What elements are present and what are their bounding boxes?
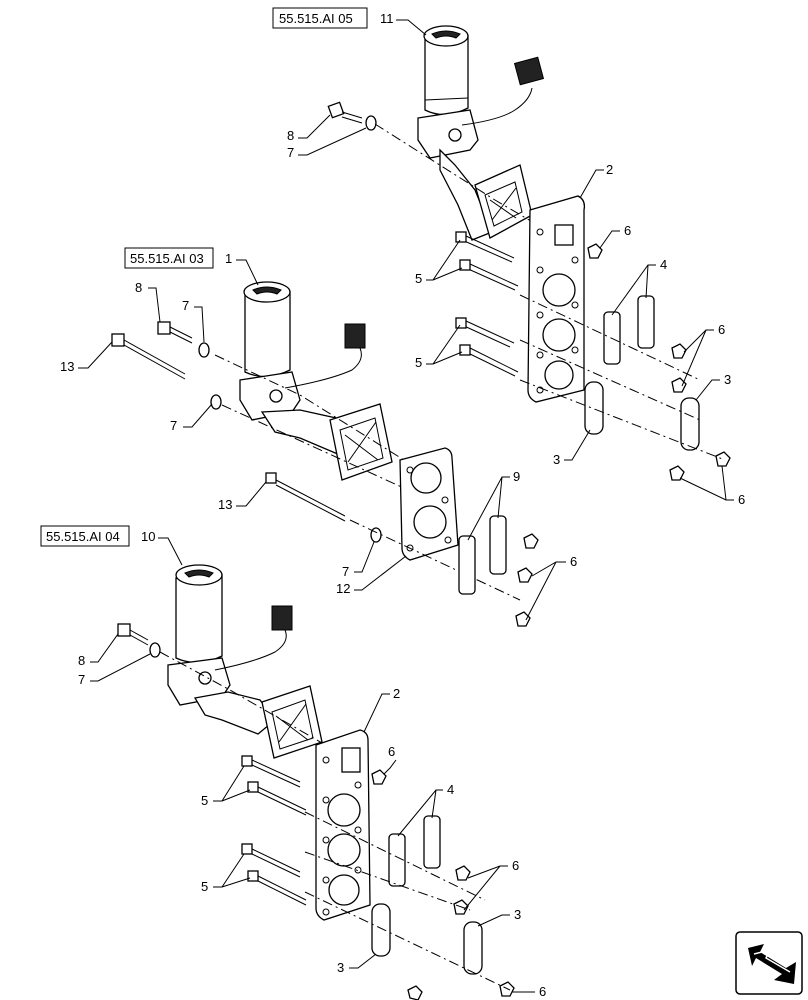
navigation-arrow-icon[interactable]	[735, 931, 803, 995]
callout-4[interactable]: 4	[660, 257, 667, 272]
callout-6[interactable]: 6	[718, 322, 725, 337]
callout-7[interactable]: 7	[342, 564, 349, 579]
callout-3[interactable]: 3	[514, 907, 521, 922]
callout-11[interactable]: 11	[380, 11, 394, 26]
strap-3-bot-a	[371, 903, 391, 957]
middle-assembly: 55.515.AI 03	[111, 247, 539, 627]
strap-3-top-b	[680, 397, 700, 451]
callout-8[interactable]: 8	[287, 128, 294, 143]
nut-6-top-e	[715, 451, 731, 467]
strap-3-top-a	[584, 381, 604, 435]
callout-5[interactable]: 5	[415, 355, 422, 370]
nut-6-mid-b	[517, 567, 533, 583]
callout-10[interactable]: 10	[141, 529, 155, 544]
ref-box-bot[interactable]	[40, 525, 130, 547]
callout-6[interactable]: 6	[738, 492, 745, 507]
callout-7[interactable]: 7	[287, 145, 294, 160]
bolts-5-bottom	[241, 755, 307, 906]
spacer-9-a	[458, 535, 476, 595]
middle-callouts: 1 8 7 13 7 9 13 7 6 12	[60, 251, 577, 621]
strap-3-bot-b	[463, 921, 483, 975]
ref-box-mid[interactable]	[124, 247, 214, 269]
nut-6-top-c	[671, 377, 687, 393]
bolt-13-middle	[111, 333, 222, 410]
ref-label-top[interactable]: 55.515.AI 05	[279, 11, 353, 26]
spacer-4-top-b	[637, 295, 655, 349]
bolt-13-lower	[265, 472, 382, 543]
callout-12[interactable]: 12	[336, 581, 350, 596]
spacer-4-bot-b	[423, 815, 441, 869]
callout-4[interactable]: 4	[447, 782, 454, 797]
nut-6-bot-a	[371, 769, 387, 785]
bottom-assembly: 55.515.AI 04	[40, 525, 515, 1000]
callout-6[interactable]: 6	[624, 223, 631, 238]
callout-3[interactable]: 3	[337, 960, 344, 975]
callout-5[interactable]: 5	[415, 271, 422, 286]
callout-6[interactable]: 6	[512, 858, 519, 873]
centerline-top	[374, 123, 561, 239]
callout-5[interactable]: 5	[201, 879, 208, 894]
callout-6[interactable]: 6	[570, 554, 577, 569]
plate-2-bottom	[315, 729, 371, 921]
callout-6[interactable]: 6	[388, 744, 395, 759]
plate-12	[399, 447, 459, 561]
spacer-4-bot-a	[388, 833, 406, 887]
flange-bottom	[261, 685, 323, 759]
bolts-5-top	[455, 231, 519, 377]
nut-6-top-b	[671, 343, 687, 359]
spacer-9-b	[489, 515, 507, 575]
nut-6-top-a	[587, 243, 603, 259]
callout-8[interactable]: 8	[78, 653, 85, 668]
callout-7[interactable]: 7	[170, 418, 177, 433]
callout-1[interactable]: 1	[225, 251, 232, 266]
callout-2[interactable]: 2	[393, 686, 400, 701]
callout-7[interactable]: 7	[78, 672, 85, 687]
bolt-8-bottom	[117, 623, 161, 658]
ref-box-top[interactable]	[272, 7, 368, 29]
bottom-callouts: 10 8 7 2 6 5 4 6 5 3 3 6	[78, 529, 546, 999]
callout-3[interactable]: 3	[724, 372, 731, 387]
callout-6[interactable]: 6	[539, 984, 546, 999]
bolt-8-middle	[157, 321, 210, 358]
nut-6-bot-d	[407, 985, 423, 1000]
callout-13[interactable]: 13	[218, 497, 232, 512]
bolt-8-top	[327, 101, 377, 131]
ref-label-bot[interactable]: 55.515.AI 04	[46, 529, 120, 544]
top-callouts: 11 8 7 2 6 5 4 5 6 3 3 6	[287, 11, 745, 507]
motor-10	[167, 564, 293, 735]
callout-7[interactable]: 7	[182, 298, 189, 313]
nut-6-bot-b	[455, 865, 471, 881]
nut-6-mid-a	[523, 533, 539, 549]
callout-3[interactable]: 3	[553, 452, 560, 467]
plate-2-top	[527, 195, 586, 403]
top-assembly: 55.515.AI 05	[272, 7, 731, 481]
nut-6-mid-c	[515, 611, 531, 627]
callout-8[interactable]: 8	[135, 280, 142, 295]
ref-label-mid[interactable]: 55.515.AI 03	[130, 251, 204, 266]
motor-11	[417, 25, 545, 241]
callout-9[interactable]: 9	[513, 469, 520, 484]
callout-5[interactable]: 5	[201, 793, 208, 808]
flange-middle	[329, 403, 393, 481]
callout-2[interactable]: 2	[606, 162, 613, 177]
callout-13[interactable]: 13	[60, 359, 74, 374]
nut-6-top-d	[669, 465, 685, 481]
